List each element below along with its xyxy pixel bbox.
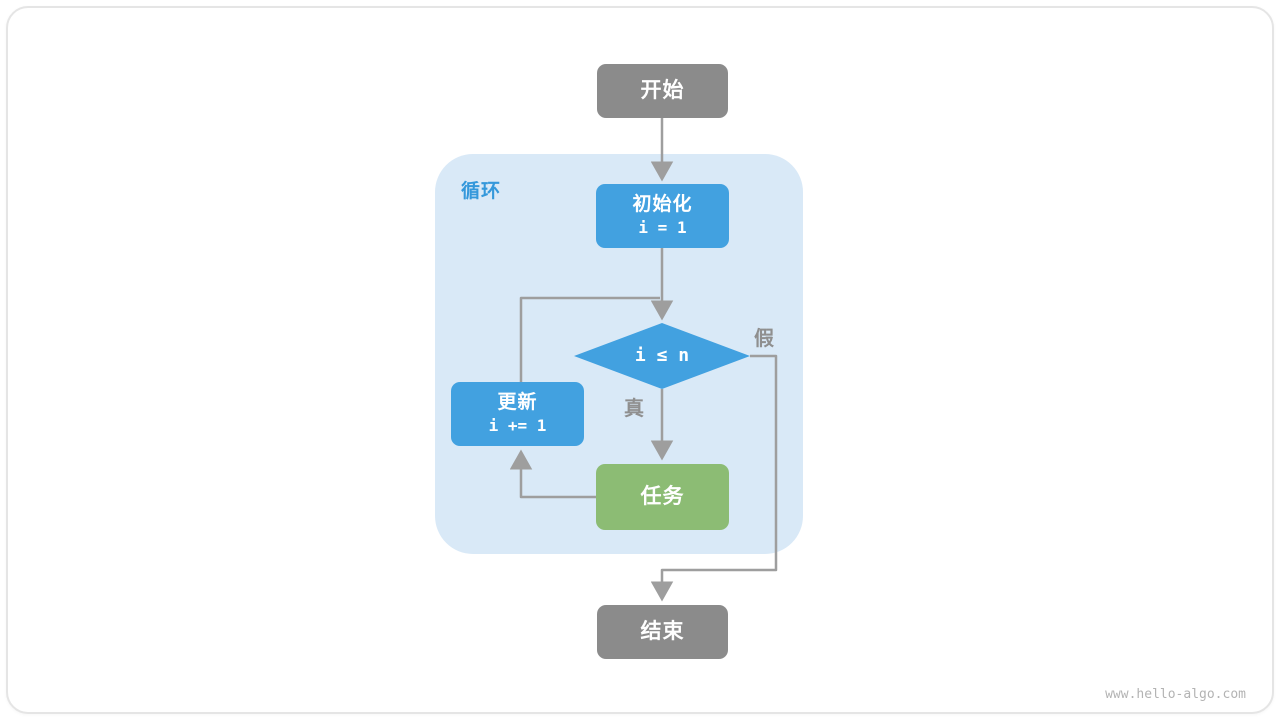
loop-label: 循环 — [461, 181, 502, 202]
true-branch-label: 真 — [624, 398, 644, 420]
task-node-label: 任务 — [640, 485, 685, 509]
update-node-code: i += 1 — [488, 415, 547, 435]
init-node-title: 初始化 — [632, 194, 693, 216]
update-node: 更新 i += 1 — [451, 382, 584, 446]
end-node: 结束 — [597, 605, 728, 659]
task-node: 任务 — [596, 464, 729, 530]
update-node-title: 更新 — [497, 392, 538, 414]
watermark: www.hello-algo.com — [1105, 687, 1246, 702]
condition-label: i ≤ n — [634, 345, 690, 366]
start-node-label: 开始 — [640, 79, 685, 103]
init-node-code: i = 1 — [638, 217, 687, 237]
false-branch-label: 假 — [754, 328, 774, 350]
init-node: 初始化 i = 1 — [596, 184, 729, 248]
end-node-label: 结束 — [640, 620, 685, 644]
page-card: 循环 开始 初始化 i = 1 i ≤ n 更新 i += 1 任务 结束 假 … — [6, 6, 1274, 714]
start-node: 开始 — [597, 64, 728, 118]
